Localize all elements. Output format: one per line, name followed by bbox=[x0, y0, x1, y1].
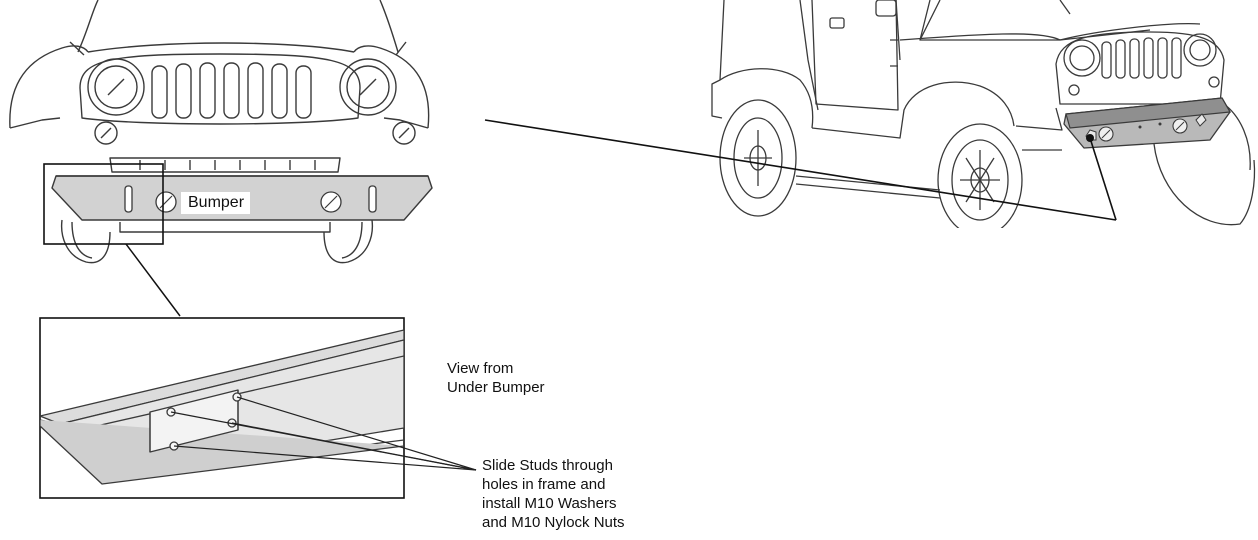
stud-leader-lines bbox=[170, 396, 477, 471]
front-jeep-illustration bbox=[9, 0, 430, 264]
instruction-line-3: install M10 Washers bbox=[482, 495, 617, 512]
instruction-label: Slide Studs through holes in frame and i… bbox=[482, 456, 625, 532]
view-from-under-label: View from Under Bumper bbox=[447, 359, 545, 397]
callout-leader-line bbox=[125, 243, 181, 317]
bumper-label: Bumper bbox=[181, 192, 251, 214]
bumper-underside-detail bbox=[40, 329, 404, 485]
side-bumper bbox=[1063, 97, 1231, 149]
instruction-line-2: holes in frame and bbox=[482, 476, 606, 493]
side-jeep-illustration bbox=[711, 0, 1256, 228]
view-label-line-2: Under Bumper bbox=[447, 379, 545, 396]
connector-line bbox=[484, 119, 1117, 221]
callout-box bbox=[43, 163, 164, 245]
view-label-line-1: View from bbox=[447, 360, 514, 377]
instruction-line-4: and M10 Nylock Nuts bbox=[482, 514, 625, 531]
instruction-line-1: Slide Studs through bbox=[482, 457, 613, 474]
connector-dot bbox=[1086, 134, 1094, 142]
